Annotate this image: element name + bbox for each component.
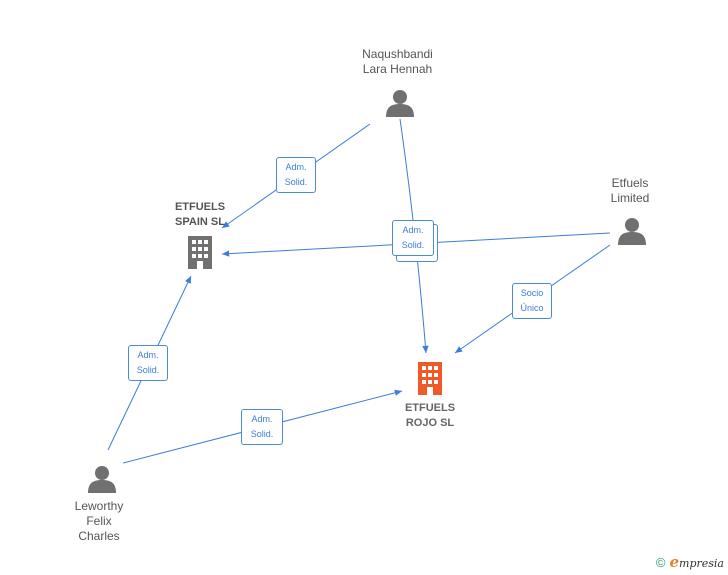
edge-label-leworthy-rojo: Adm. Solid. [241,409,283,445]
person-icon[interactable] [385,88,415,123]
building-icon[interactable] [185,236,215,275]
edge-label-naqushbandi-spain: Adm. Solid. [276,157,316,193]
node-label-leworthy[interactable]: Leworthy Felix Charles [74,499,124,543]
node-label-naqushbandi[interactable]: Naqushbandi Lara Hennah [362,47,433,76]
empresia-logo: empresia [669,553,724,571]
edge-label-limited-rojo: Socio Único [512,283,552,319]
brand-footer: © empresia [656,553,724,571]
building-focus-icon[interactable] [415,362,445,401]
copyright-icon: © [655,554,666,570]
person-icon[interactable] [617,216,647,251]
node-label-etfuels-rojo[interactable]: ETFUELS ROJO SL [404,402,456,429]
node-label-etfuels-limited[interactable]: Etfuels Limited [610,176,650,205]
node-label-etfuels-spain[interactable]: ETFUELS SPAIN SL [174,201,226,228]
edge-label-naqushbandi-rojo: Adm. Solid. [392,220,434,256]
edge-label-leworthy-spain: Adm. Solid. [128,345,168,381]
person-icon[interactable] [87,464,117,499]
